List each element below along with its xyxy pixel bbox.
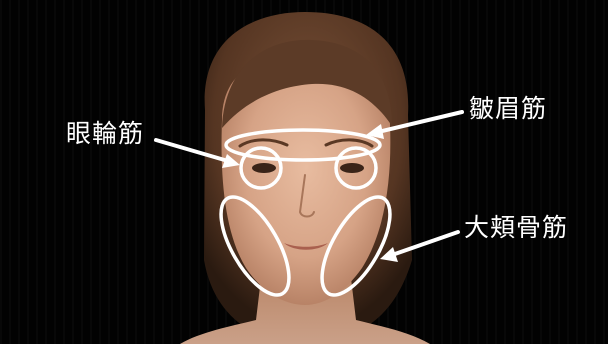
label-corrugator: 皺眉筋 bbox=[469, 95, 547, 123]
right-eye bbox=[340, 163, 364, 173]
left-eye bbox=[252, 163, 276, 173]
label-orbicularis-oculi: 眼輪筋 bbox=[66, 120, 144, 148]
label-zygomaticus-major: 大頬骨筋 bbox=[464, 214, 568, 242]
